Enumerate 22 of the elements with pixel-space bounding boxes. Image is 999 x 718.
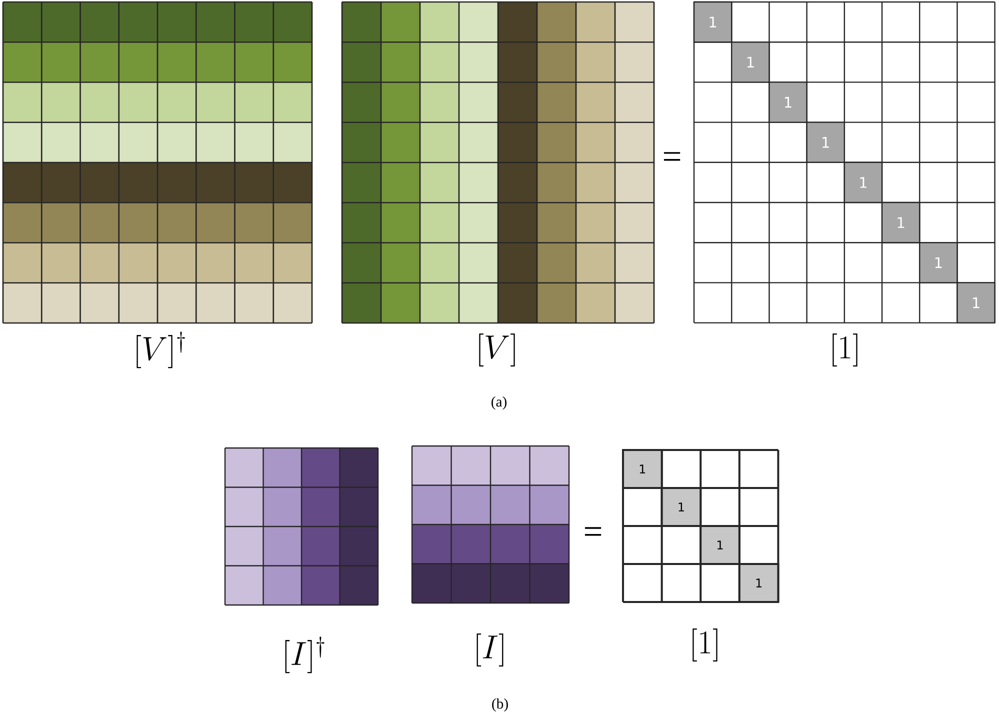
matrix-cell: 1 (844, 162, 883, 204)
matrix-cell: 1 (881, 202, 920, 244)
subfigure-caption: (b) (492, 698, 508, 712)
matrix-cell: 1 (768, 82, 808, 123)
matrix-cell: 1 (700, 525, 740, 565)
matrix-cell: 1 (919, 242, 958, 284)
matrix-cell: 1 (956, 282, 996, 324)
matrix-cell: 1 (806, 122, 845, 163)
matrix-cell: 1 (622, 449, 663, 489)
matrix-label: $[V]$ (479, 333, 515, 367)
matrix-label: $[1]$ (692, 628, 718, 662)
matrix-label: $[1]$ (832, 333, 858, 367)
matrix-label: $[I]^{\dagger}$ (285, 636, 324, 674)
equals-sign: = (584, 527, 602, 536)
equals-sign: = (664, 152, 680, 161)
matrix-cell: 1 (693, 1, 732, 43)
subfigure-caption: (a) (492, 396, 506, 410)
matrix-cell: 1 (738, 563, 780, 603)
matrix-cell: 1 (731, 42, 770, 83)
matrix-cell: 1 (660, 487, 702, 527)
matrix-label: $[V]^{\dagger}$ (136, 332, 185, 368)
matrix-label: $[I]$ (476, 633, 504, 667)
